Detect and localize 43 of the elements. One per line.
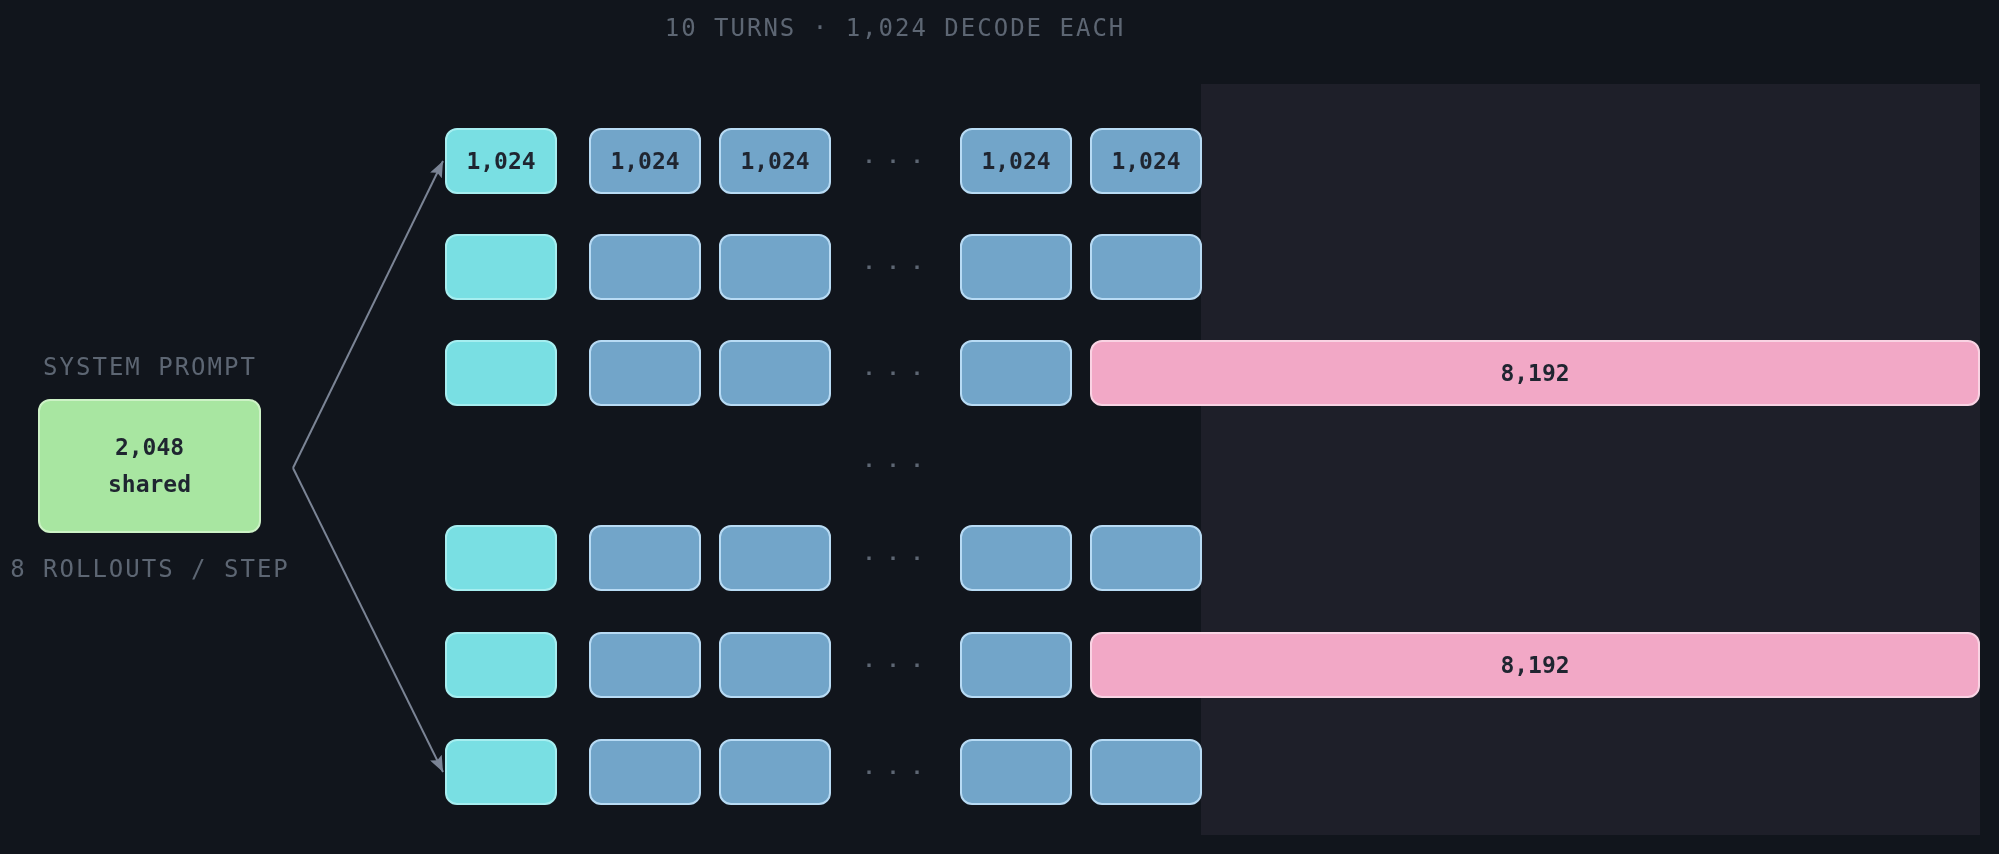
ellipsis: · · · (862, 255, 924, 279)
turn-block (589, 340, 701, 406)
ellipsis: · · · (862, 653, 924, 677)
turn-block (960, 340, 1072, 406)
turn-block (719, 340, 831, 406)
long-turn-bar: 8,192 (1090, 340, 1980, 406)
first-turn-block: 1,024 (445, 128, 557, 194)
turn-block (1090, 525, 1202, 591)
caption-text: 8 ROLLOUTS / STEP (9, 554, 291, 584)
turn-block (960, 525, 1072, 591)
turn-block (719, 739, 831, 805)
arrow (292, 467, 444, 773)
turn-block: 1,024 (719, 128, 831, 194)
turn-block (719, 632, 831, 698)
turn-block (719, 525, 831, 591)
prompt-block: 2,048 shared (38, 399, 261, 533)
first-turn-block (445, 525, 557, 591)
turn-block: 1,024 (960, 128, 1072, 194)
ellipsis: · · · (862, 361, 924, 385)
turn-block (1090, 739, 1202, 805)
turn-block: 1,024 (589, 128, 701, 194)
turn-block (589, 234, 701, 300)
turn-block (960, 632, 1072, 698)
ellipsis: · · · (862, 546, 924, 570)
turn-block: 1,024 (1090, 128, 1202, 194)
ellipsis: · · · (862, 760, 924, 784)
arrow (292, 160, 444, 469)
turn-block (960, 739, 1072, 805)
turn-block (589, 739, 701, 805)
section-heading: SYSTEM PROMPT (42, 352, 258, 382)
first-turn-block (445, 340, 557, 406)
ellipsis: · · · (862, 453, 924, 477)
first-turn-block (445, 739, 557, 805)
turn-block (589, 632, 701, 698)
first-turn-block (445, 234, 557, 300)
diagram-title: 10 TURNS · 1,024 DECODE EACH (664, 13, 1126, 43)
turn-block (960, 234, 1072, 300)
turn-block (719, 234, 831, 300)
turn-block (1090, 234, 1202, 300)
first-turn-block (445, 632, 557, 698)
turn-block (589, 525, 701, 591)
ellipsis: · · · (862, 149, 924, 173)
long-turn-bar: 8,192 (1090, 632, 1980, 698)
